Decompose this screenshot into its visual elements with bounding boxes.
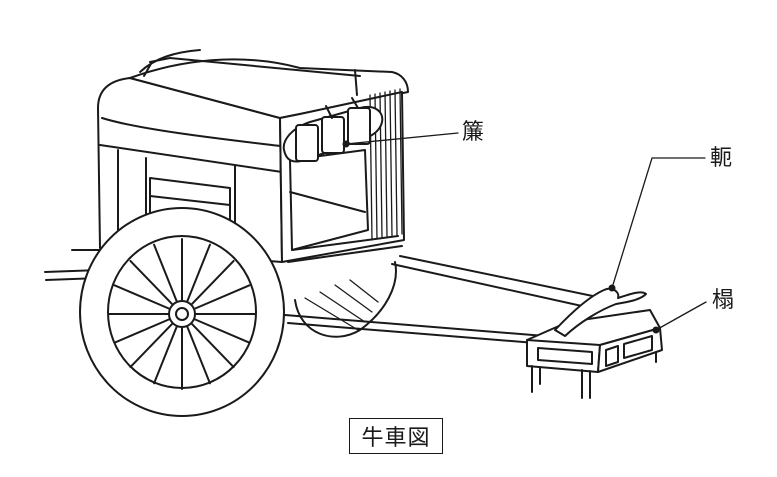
rolled-blind xyxy=(282,97,384,163)
wheel-spoke xyxy=(129,322,174,369)
diagram-caption: 牛車図 xyxy=(349,418,443,454)
label-stand: 榻 xyxy=(712,288,735,313)
stand-marker xyxy=(652,326,660,334)
label-blind: 簾 xyxy=(462,120,485,145)
wheel-spoke xyxy=(153,243,178,303)
wheel-spoke xyxy=(190,322,235,369)
label-yoke: 軛 xyxy=(710,146,733,171)
wheel-spoke xyxy=(193,284,251,310)
stand xyxy=(526,309,663,399)
yoke-marker xyxy=(608,284,616,292)
wheel-spoke xyxy=(193,318,251,344)
wheel-spoke xyxy=(153,325,178,385)
near-wheel xyxy=(79,207,285,417)
wheel-spoke xyxy=(113,318,171,344)
wheel-spoke xyxy=(113,284,171,310)
leader-lines xyxy=(342,132,707,334)
wheel-spoke xyxy=(190,259,235,306)
wheel-spoke xyxy=(186,325,211,385)
far-wheel xyxy=(294,261,397,338)
yoke xyxy=(554,287,647,337)
wheel-spoke xyxy=(186,243,211,303)
blind-marker xyxy=(342,140,350,148)
wheel-spoke xyxy=(129,259,174,306)
wheel-spokes xyxy=(108,238,256,390)
shafts xyxy=(44,249,613,346)
